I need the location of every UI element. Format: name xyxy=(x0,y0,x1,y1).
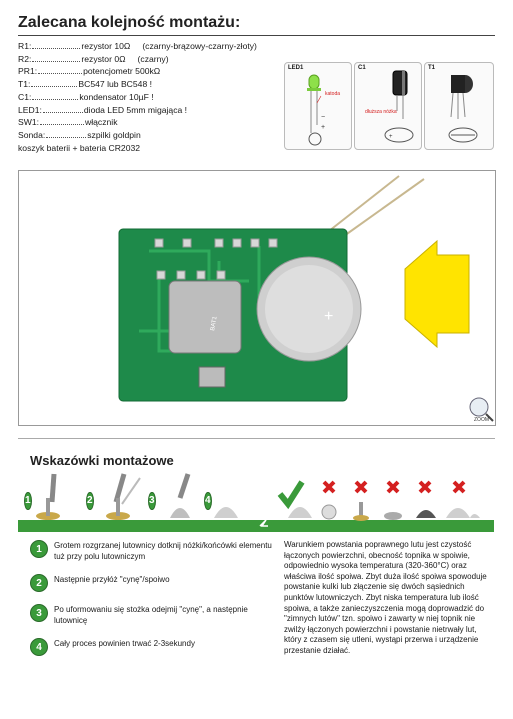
part-row: PR1: potencjometr 500kΩ xyxy=(18,65,298,78)
leader-dots xyxy=(42,104,83,113)
part-row: T1: BC547 lub BC548 ! xyxy=(18,78,298,91)
battery-holder xyxy=(168,280,242,354)
parts-footer: koszyk baterii + bateria CR2032 xyxy=(18,142,141,153)
svg-text:−: − xyxy=(321,114,325,121)
part-note: (czarny) xyxy=(137,53,169,64)
part-value: rezystor 0Ω xyxy=(81,53,126,64)
transistor-icon xyxy=(448,75,478,143)
part-ref: PR1: xyxy=(18,66,38,77)
parts-list: R1: rezystor 10Ω (czarny-brązowy-czarny-zł… xyxy=(18,40,298,154)
part-row: Sonda: szpilki goldpin xyxy=(18,129,298,142)
svg-text:+: + xyxy=(324,308,333,325)
part-value: BC547 lub BC548 ! xyxy=(78,79,152,90)
part-ref: R1: xyxy=(18,41,32,51)
step-4-icon xyxy=(214,507,238,518)
step-1-icon xyxy=(36,473,60,520)
part-row: LED1: dioda LED 5mm migająca ! xyxy=(18,104,298,117)
step-number-2: 2 xyxy=(86,491,94,510)
led-icon: katoda − + xyxy=(307,74,340,146)
step-2-icon xyxy=(106,473,141,520)
svg-text:+: + xyxy=(389,134,393,140)
coin-cell-battery: + xyxy=(256,256,362,362)
part-value: szpilki goldpin xyxy=(87,129,141,140)
capacitor-illustration: C1 dłuższa nóżka + xyxy=(354,62,422,150)
part-value: rezystor 10Ω xyxy=(81,41,131,51)
part-value: potencjometr 500kΩ xyxy=(83,66,161,77)
part-ref: T1: xyxy=(18,79,31,90)
step-number-4: 4 xyxy=(204,491,212,510)
step-number-3: 3 xyxy=(148,491,156,510)
pcb-photo: + BAT1 ZOOM xyxy=(18,170,496,426)
zoom-label: ZOOM xyxy=(474,417,489,423)
part-ref: R2: xyxy=(18,53,32,64)
correct-check-icon xyxy=(277,480,305,510)
soldering-notes: Warunkiem powstania poprawnego lutu jest… xyxy=(284,540,487,655)
arrow-icon xyxy=(404,239,470,349)
capacitor-lead-annotation: dłuższa nóżka xyxy=(365,109,397,115)
led-cathode-annotation: katoda xyxy=(325,91,340,97)
part-row: R2: rezystor 0Ω (czarny) xyxy=(18,53,298,66)
part-ref: C1: xyxy=(18,91,32,102)
part-row: R1: rezystor 10Ω (czarny-brązowy-czarny-zł… xyxy=(18,40,298,53)
leader-dots xyxy=(32,53,81,62)
switch xyxy=(198,366,226,388)
incorrect-x-icons xyxy=(322,480,466,494)
part-ref: SW1: xyxy=(18,117,40,128)
leader-dots xyxy=(32,91,79,100)
soldering-steps: 1 2 3 4 xyxy=(18,468,494,538)
zoom-icon xyxy=(469,397,494,422)
part-ref: LED1: xyxy=(18,104,42,115)
pcb-board-illustration: + BAT1 xyxy=(118,175,494,422)
leader-dots xyxy=(46,129,87,138)
part-value: kondensator 10µF ! xyxy=(79,91,154,102)
capacitor-icon: dłuższa nóżka + xyxy=(365,70,414,143)
battery-label: BAT1 xyxy=(210,315,219,331)
section-title: Wskazówki montażowe xyxy=(30,453,174,468)
svg-text:+: + xyxy=(321,124,325,131)
led-illustration: LED1 katoda − + xyxy=(284,62,352,150)
step-3-icon xyxy=(170,473,191,518)
leader-dots xyxy=(40,116,85,126)
leader-dots xyxy=(31,78,78,88)
part-value: włącznik xyxy=(85,117,118,128)
part-value: dioda LED 5mm migająca ! xyxy=(83,104,188,115)
title-divider xyxy=(18,35,495,36)
leader-dots xyxy=(38,65,83,75)
part-row: C1: kondensator 10µF ! xyxy=(18,91,298,104)
section-divider xyxy=(18,438,495,439)
part-row: SW1: włącznik xyxy=(18,116,298,129)
part-ref: Sonda: xyxy=(18,129,46,140)
leader-dots xyxy=(32,40,81,49)
part-note: (czarny-brązowy-czarny-złoty) xyxy=(142,41,257,51)
page-title: Zalecana kolejność montażu: xyxy=(18,14,241,31)
step-number-1: 1 xyxy=(24,491,32,510)
transistor-illustration: T1 xyxy=(424,62,494,150)
